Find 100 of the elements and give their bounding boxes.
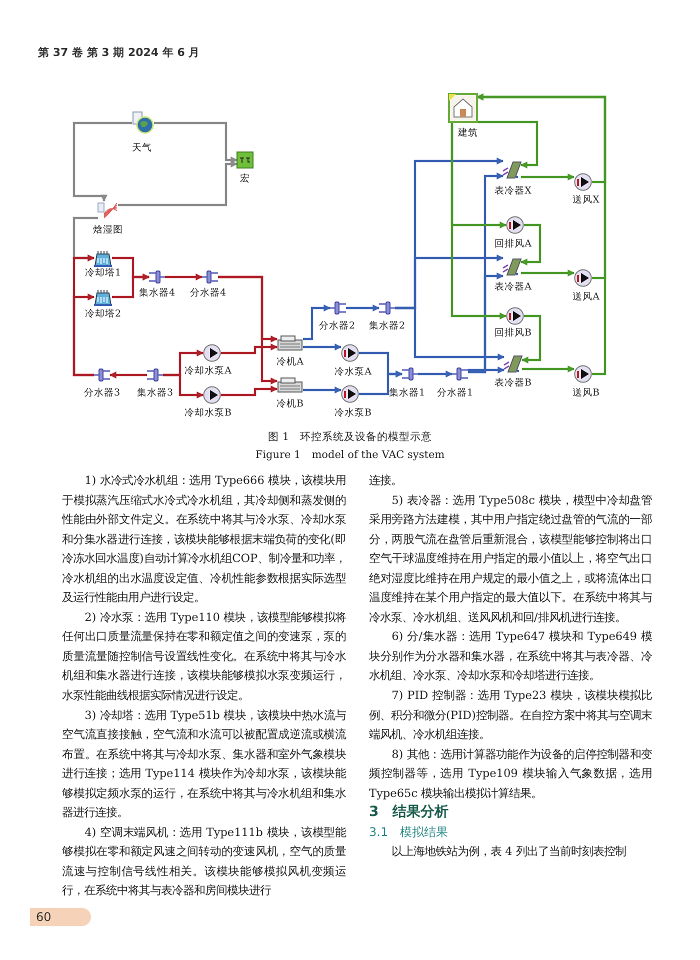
cooling-coil-icon (503, 258, 521, 276)
pipe-connector (112, 274, 150, 298)
component-label: 冷却水泵B (184, 408, 232, 418)
pipe-connector (154, 122, 238, 164)
body-paragraph: 1) 水冷式冷水机组：选用 Type666 模块，该模块用于模拟蒸汽压缩式水冷式冷水机组，其冷却侧和蒸发侧的性能由外部文件定义。在系统中将其与冷水泵、冷却水泵和分集水器进行连接，该模块能够根据末端负荷的变化(即冷冻水回水温度)自动计算冷水机组COP、制冷量和功率，冷水机组的出水温度设定值、冷机性能参数根据实际选型及运行性能由用户进行设定。 (62, 473, 346, 606)
pipe-connector (303, 304, 331, 340)
component-label: 分水器2 (318, 321, 356, 331)
component-label: 分水器3 (84, 388, 120, 398)
body-paragraph: 连接。 (369, 473, 403, 489)
pipe-connector (521, 314, 542, 364)
pipe-connector (418, 370, 453, 378)
fan-icon (506, 307, 524, 325)
body-paragraph: 5) 表冷器：选用 Type508c 模块，模型中冷却盘管采用旁路方法建模，其中用户指定绕过盘管的气流的一部分，两股气流在盘管后重新混合，该模型能够控制将出口空气干球温度维持在用户指定的最小值以上，将空气出口绝对湿度比维持在用户规定的最小值之上，或将流体出口温度维持在某个用户指定的最大值以下。在系统中将其与冷水泵、冷水机组、送风风机和回/排风机进行连接。 (369, 492, 652, 626)
chiller-icon (277, 377, 303, 393)
pipe-connector (221, 344, 278, 354)
pipe-connector (450, 122, 507, 320)
fan-icon (341, 385, 359, 403)
pipe-connector (395, 306, 505, 360)
psychrometric-chart-icon (98, 201, 118, 219)
pipe-connector (218, 276, 278, 384)
cooling-coil-icon (503, 161, 521, 179)
fan-icon (341, 344, 359, 362)
pipe-connector (221, 386, 278, 396)
component-label: 表冷器A (494, 282, 532, 292)
component-label: 冷却塔1 (84, 268, 122, 278)
pipe-connector (521, 270, 575, 276)
component-label: 回排风B (494, 328, 532, 338)
component-label: 宏 (240, 174, 250, 184)
component-label: 分水器1 (436, 388, 474, 398)
subsection-heading: 3.1 模拟结果 (369, 824, 450, 841)
component-label: 集水器3 (136, 388, 174, 398)
pump-icon (203, 344, 221, 362)
globe-icon (132, 112, 154, 134)
pipe-connector (522, 366, 575, 372)
manifold-icon (94, 368, 110, 382)
component-label: 焓湿图 (93, 225, 123, 235)
component-label: 建筑 (458, 128, 478, 138)
cooling-tower-icon (94, 250, 112, 266)
pipe-connector (303, 386, 342, 394)
body-paragraph: 2) 冷水泵：选用 Type110 模块，该模型能够模拟将任何出口质量流量保持在零和额定值之间的变速泵，泵的质量流量随控制信号设置线性变化。在系统中将其与冷水机组和集水器进行连接，该模块能够模拟水泵变频运行，水泵性能曲线根据实际情况进行设定。 (62, 610, 346, 704)
pipe-connector (165, 274, 203, 280)
fan-icon (574, 173, 592, 191)
component-label: 送风X (572, 195, 600, 205)
section-heading: 3 结果分析 (369, 803, 450, 822)
fan-icon (574, 269, 592, 287)
manifold-icon (330, 301, 346, 315)
manifold-icon (402, 367, 418, 381)
house-icon (449, 94, 477, 122)
pipe-connector (72, 122, 132, 202)
pump-icon (203, 386, 221, 404)
pipe-connector (477, 120, 538, 168)
component-label: 冷机B (276, 399, 304, 409)
pipe-connector (521, 174, 575, 180)
body-paragraph: 4) 空调末端风机：选用 Type111b 模块，该模型能够模拟在零和额定风速之间转动的变速风机，空气的质量流速与控制信号线性相关。该模块能够模拟风机变频运行，在系统中将其与表冷器和房间模块进行 (62, 824, 346, 900)
cooling-tower-icon (94, 289, 112, 305)
cooling-coil-icon (504, 355, 522, 373)
component-label: 集水器2 (368, 321, 406, 331)
manifold-icon (202, 270, 218, 284)
journal-header: 第 37 卷 第 3 期 2024 年 6 月 (38, 45, 200, 60)
manifold-icon (147, 368, 163, 382)
component-label: 冷水泵A (334, 367, 372, 377)
component-label: 集水器4 (138, 288, 176, 298)
figure-caption: 图 1 环控系统及设备的模型示意 (266, 430, 434, 444)
pipe-connector (359, 370, 403, 396)
page-number: 60 (30, 908, 92, 926)
component-label: 表冷器X (494, 186, 532, 196)
body-paragraph: 7) PID 控制器：选用 Type23 模块，该模块模拟比例、积分和微分(PID)控制器。在自控方案中将其与空调末端风机、冷水机组连接。 (369, 688, 652, 744)
body-paragraph: 8) 其他：选用计算器功能作为设备的启停控制器和变频控制器等，选用 Type109 模块输入气象数据，选用 Type65c 模块输出模拟计算结果。 (369, 746, 652, 802)
pipe-connector (468, 172, 504, 374)
pipe-connector (468, 366, 505, 374)
pipe-connector (118, 160, 238, 206)
component-label: 冷却水泵A (184, 366, 232, 376)
pipe-connector (346, 304, 380, 312)
component-label: 回排风A (494, 239, 532, 249)
fan-icon (574, 365, 592, 383)
manifold-icon (379, 301, 395, 315)
component-label: 冷机A (276, 357, 304, 367)
pipe-connector (520, 224, 542, 266)
pipe-connector (303, 344, 342, 350)
component-label: 天气 (132, 143, 152, 153)
pipe-connector (163, 374, 204, 398)
manifold-icon (452, 367, 468, 381)
pipe-connector (109, 372, 147, 378)
body-paragraph: 6) 分/集水器：选用 Type647 模块和 Type649 模块分别作为分水器和集水器，在系统中将其与表冷器、冷水机组、冷水泵、冷却水泵和冷却塔进行连接。 (369, 629, 652, 684)
body-paragraph: 以上海地铁站为例，表 4 列出了当前时刻表控制 (390, 844, 627, 860)
figure-caption: Figure 1 model of the VAC system (255, 449, 445, 461)
pipe-connector (476, 94, 606, 376)
component-label: 表冷器B (494, 378, 532, 388)
component-label: 集水器1 (388, 388, 426, 398)
manifold-icon (149, 270, 165, 284)
component-label: 分水器4 (190, 288, 226, 298)
component-label: 冷却塔2 (84, 309, 122, 319)
macro-block-icon (237, 152, 253, 168)
component-label: 送风B (572, 388, 600, 398)
fan-icon (506, 216, 524, 234)
component-label: 冷水泵B (334, 408, 372, 418)
body-paragraph: 3) 冷却塔：选用 Type51b 模块，该模块中热水流与空气流直接接触，空气流和水流可以被配置成逆流或横流布置。在系统中将其与冷却水泵、集水器和室外气象模块进行连接；选用 Type114 模块作为冷却水泵，该模块能够模拟定频水泵的运行，在系统中将其与冷水机组和集水器进行连接。 (62, 708, 346, 822)
chiller-icon (277, 335, 303, 351)
component-label: 送风A (572, 292, 600, 302)
pipe-connector (72, 294, 95, 376)
